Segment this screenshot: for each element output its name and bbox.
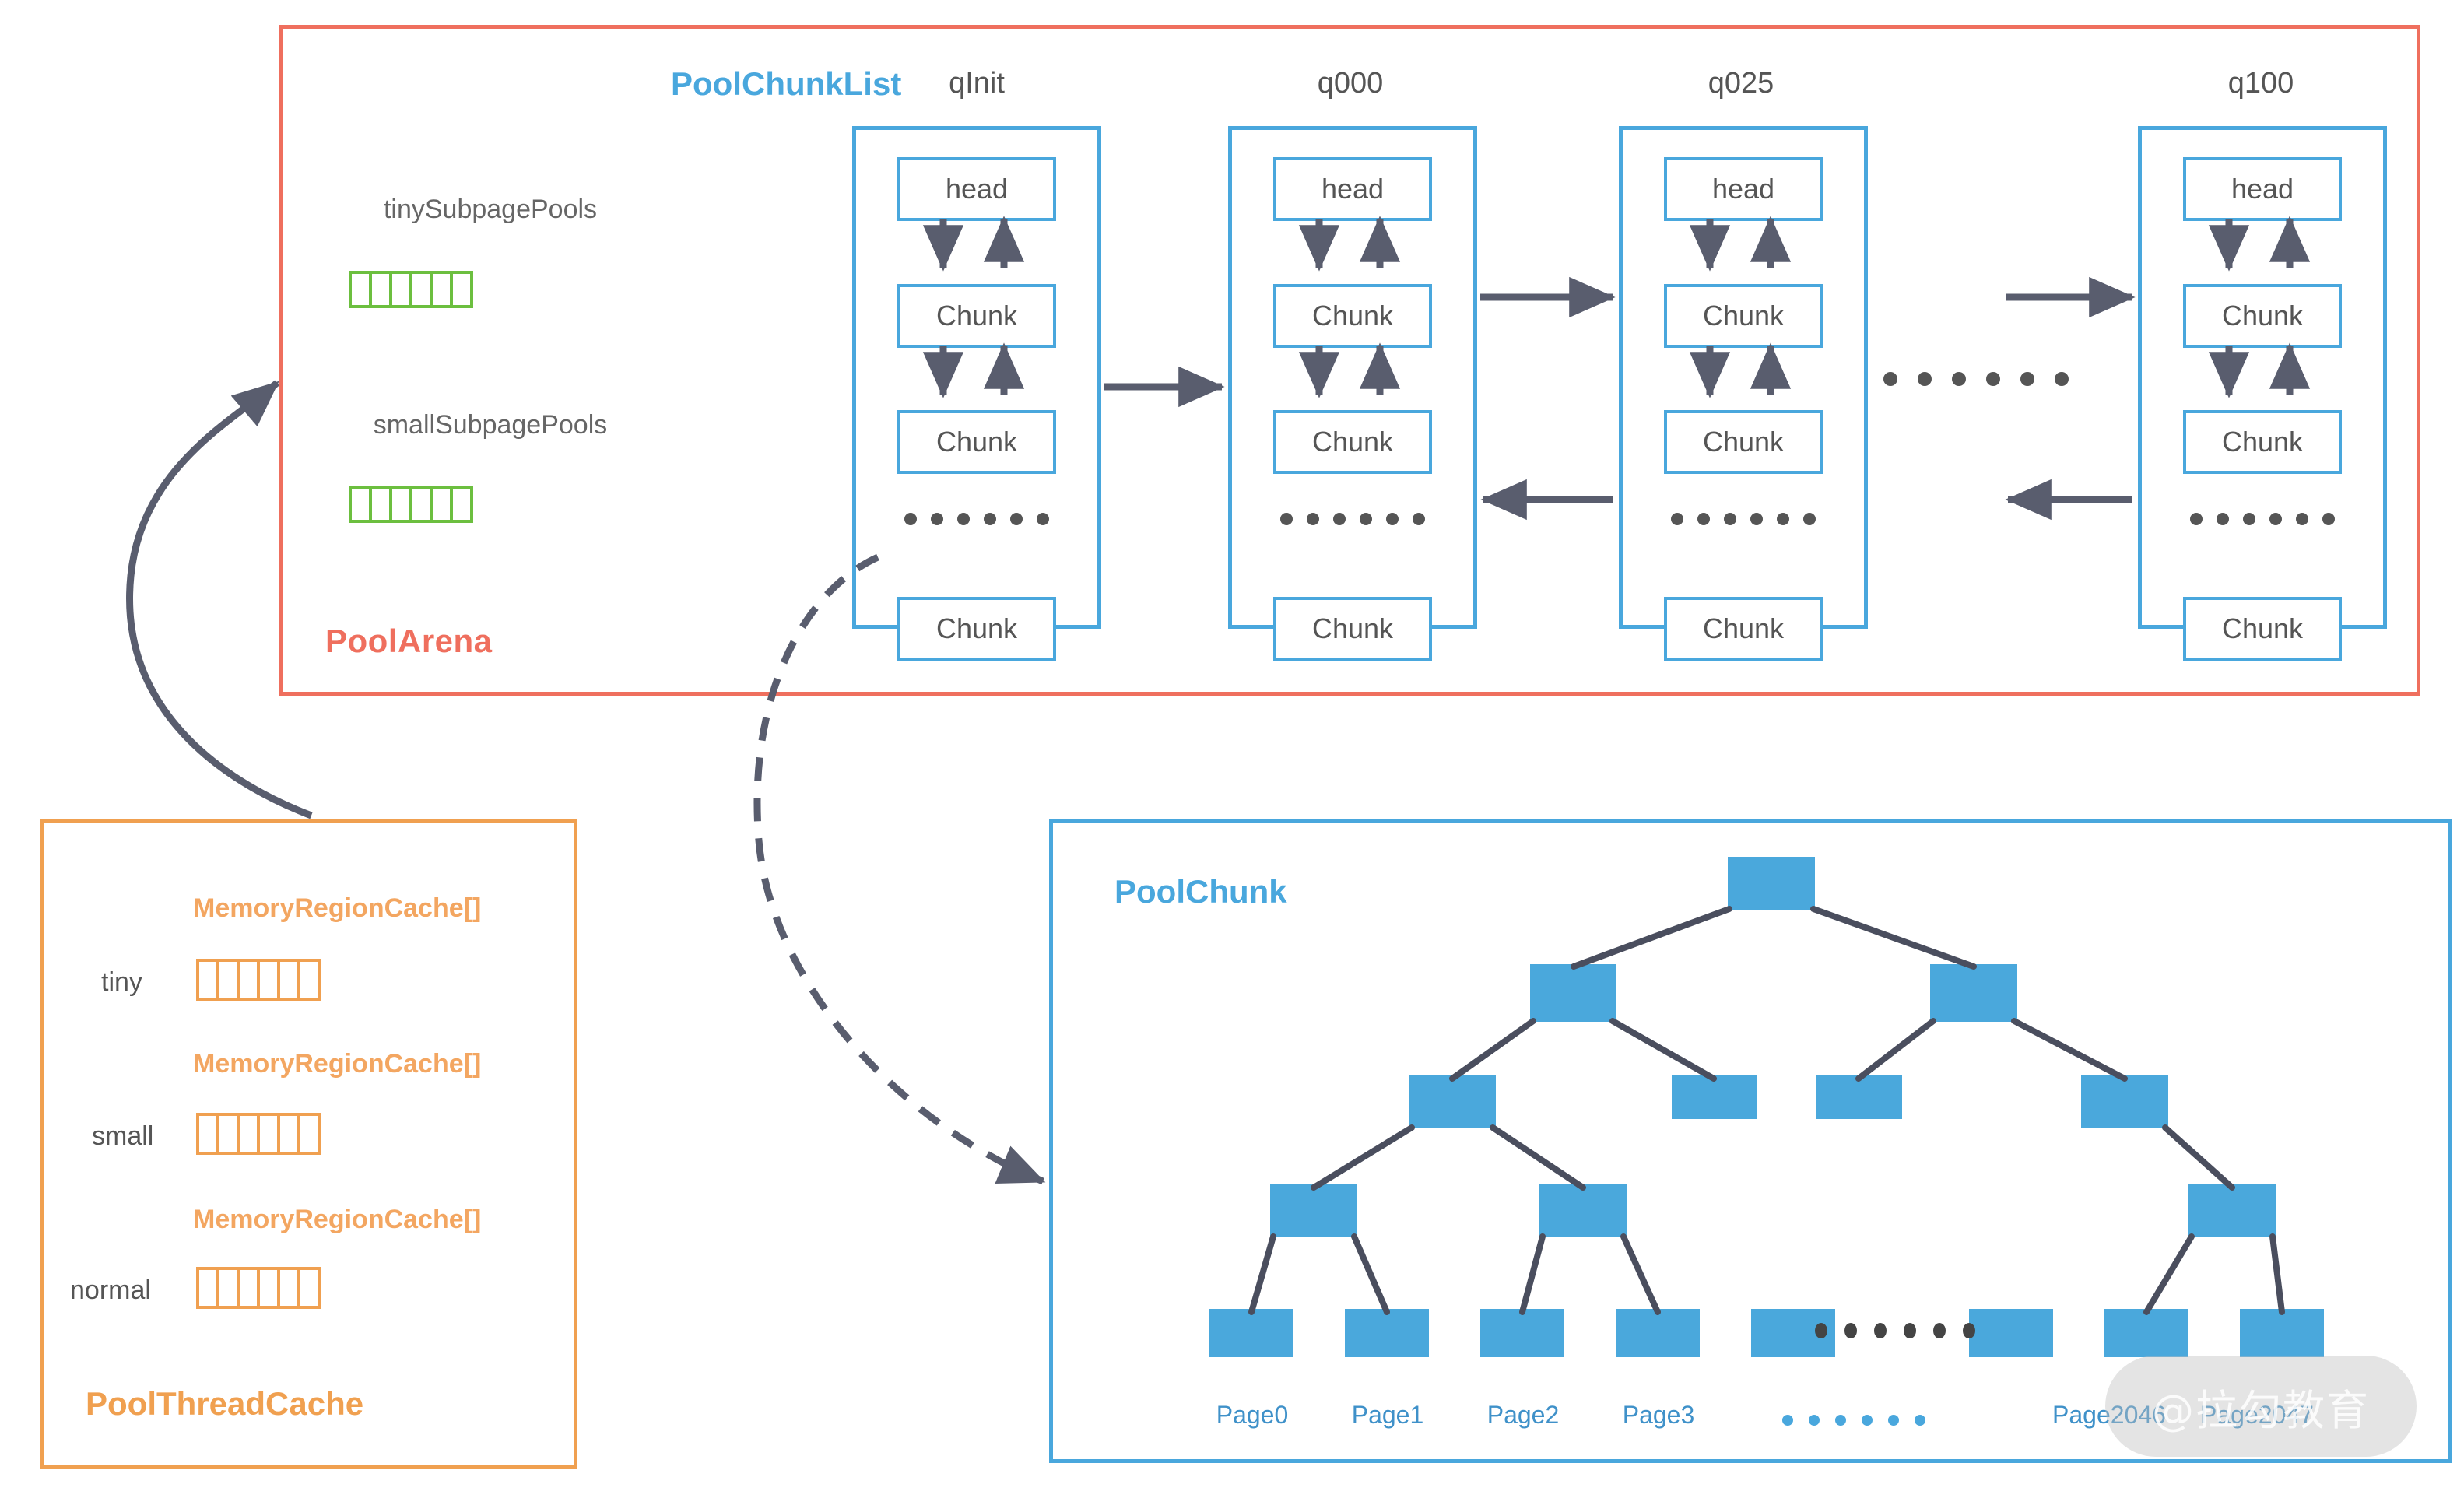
node-chunk: Chunk	[1664, 284, 1823, 348]
memory-region-cache-array-tiny	[196, 959, 321, 1001]
array-cell	[450, 486, 473, 523]
node-head: head	[2183, 157, 2342, 221]
memory-region-cache-array-small	[196, 1113, 321, 1155]
page-label-2: Page2	[1486, 1401, 1560, 1429]
tree-leaf-last	[2240, 1309, 2324, 1357]
node-head: head	[1273, 157, 1432, 221]
page-label-2047: Page2047	[2200, 1401, 2314, 1429]
column-title-q100: q100	[2227, 67, 2294, 100]
page-label-ellipsis	[1782, 1415, 1925, 1426]
column-ellipsis	[904, 513, 1049, 525]
array-cell	[450, 271, 473, 308]
tiny-subpage-pools-label: tinySubpagePools	[383, 195, 598, 224]
chunk-list-column-qinit: head Chunk Chunk Chunk	[852, 126, 1101, 661]
small-subpage-pools-array	[349, 486, 473, 523]
tree-node-root	[1728, 857, 1815, 910]
chunk-list-column-q100: head Chunk Chunk Chunk	[2138, 126, 2387, 661]
node-chunk: Chunk	[1273, 597, 1432, 661]
node-chunk: Chunk	[897, 597, 1056, 661]
page-label-3: Page3	[1622, 1401, 1695, 1429]
tree-node-d2-c	[1816, 1075, 1902, 1119]
tree-node-d3-c	[2188, 1184, 2276, 1237]
column-title-q025: q025	[1708, 67, 1774, 100]
tree-leaf-page3	[1616, 1309, 1700, 1357]
node-chunk: Chunk	[897, 410, 1056, 474]
tree-node-d3-a	[1270, 1184, 1357, 1237]
page-label-1: Page1	[1351, 1401, 1424, 1429]
node-chunk: Chunk	[1273, 284, 1432, 348]
size-class-label-tiny: tiny	[101, 967, 142, 997]
small-subpage-pools-label: smallSubpagePools	[373, 410, 608, 440]
pool-arena-title: PoolArena	[325, 623, 493, 659]
memory-region-cache-array-label: MemoryRegionCache[]	[193, 1205, 482, 1234]
tree-node-d1-l	[1530, 964, 1616, 1022]
tree-node-d3-b	[1539, 1184, 1627, 1237]
tree-leaf-page2	[1480, 1309, 1564, 1357]
size-class-label-normal: normal	[70, 1275, 151, 1305]
array-cell	[297, 1113, 321, 1155]
column-ellipsis	[2190, 513, 2335, 525]
array-cell	[409, 271, 433, 308]
column-title-q000: q000	[1317, 67, 1384, 100]
array-cell	[369, 486, 392, 523]
tree-leaf-page1	[1345, 1309, 1429, 1357]
leaf-row-ellipsis	[1815, 1323, 1975, 1338]
tree-node-d2-a	[1409, 1075, 1496, 1128]
tree-node-d2-b	[1672, 1075, 1757, 1119]
tiny-subpage-pools-array	[349, 271, 473, 308]
chunk-list-column-q025: head Chunk Chunk Chunk	[1619, 126, 1868, 661]
node-head: head	[1664, 157, 1823, 221]
node-chunk: Chunk	[1664, 597, 1823, 661]
page-label-2046: Page2046	[2052, 1401, 2166, 1429]
tree-leaf-page2046	[1969, 1309, 2053, 1357]
column-ellipsis	[1280, 513, 1425, 525]
node-head: head	[897, 157, 1056, 221]
tree-node-d2-d	[2081, 1075, 2168, 1128]
column-ellipsis	[1671, 513, 1816, 525]
array-cell	[297, 1267, 321, 1309]
node-chunk: Chunk	[2183, 597, 2342, 661]
array-cell	[196, 1267, 219, 1309]
memory-region-cache-array-label: MemoryRegionCache[]	[193, 1049, 482, 1079]
pool-thread-cache-title: PoolThreadCache	[86, 1385, 364, 1422]
page-label-0: Page0	[1216, 1401, 1289, 1429]
node-chunk: Chunk	[897, 284, 1056, 348]
node-chunk: Chunk	[1273, 410, 1432, 474]
node-chunk: Chunk	[2183, 410, 2342, 474]
node-chunk: Chunk	[1664, 410, 1823, 474]
pool-chunk-title: PoolChunk	[1114, 873, 1287, 910]
array-cell	[409, 486, 433, 523]
memory-region-cache-array-label: MemoryRegionCache[]	[193, 893, 482, 923]
node-chunk: Chunk	[2183, 284, 2342, 348]
tree-leaf-page2047	[2104, 1309, 2188, 1357]
memory-region-cache-array-normal	[196, 1267, 321, 1309]
column-title-qinit: qInit	[949, 67, 1005, 100]
between-columns-ellipsis	[1883, 372, 2069, 386]
pool-chunk-list-label: PoolChunkList	[671, 65, 902, 102]
chunk-list-column-q000: head Chunk Chunk Chunk	[1228, 126, 1477, 661]
array-cell	[297, 959, 321, 1001]
watermark: @拉勾教育	[2105, 1356, 2417, 1457]
tree-node-d1-r	[1930, 964, 2017, 1022]
tree-leaf-page0	[1209, 1309, 1293, 1357]
size-class-label-small: small	[92, 1121, 154, 1151]
